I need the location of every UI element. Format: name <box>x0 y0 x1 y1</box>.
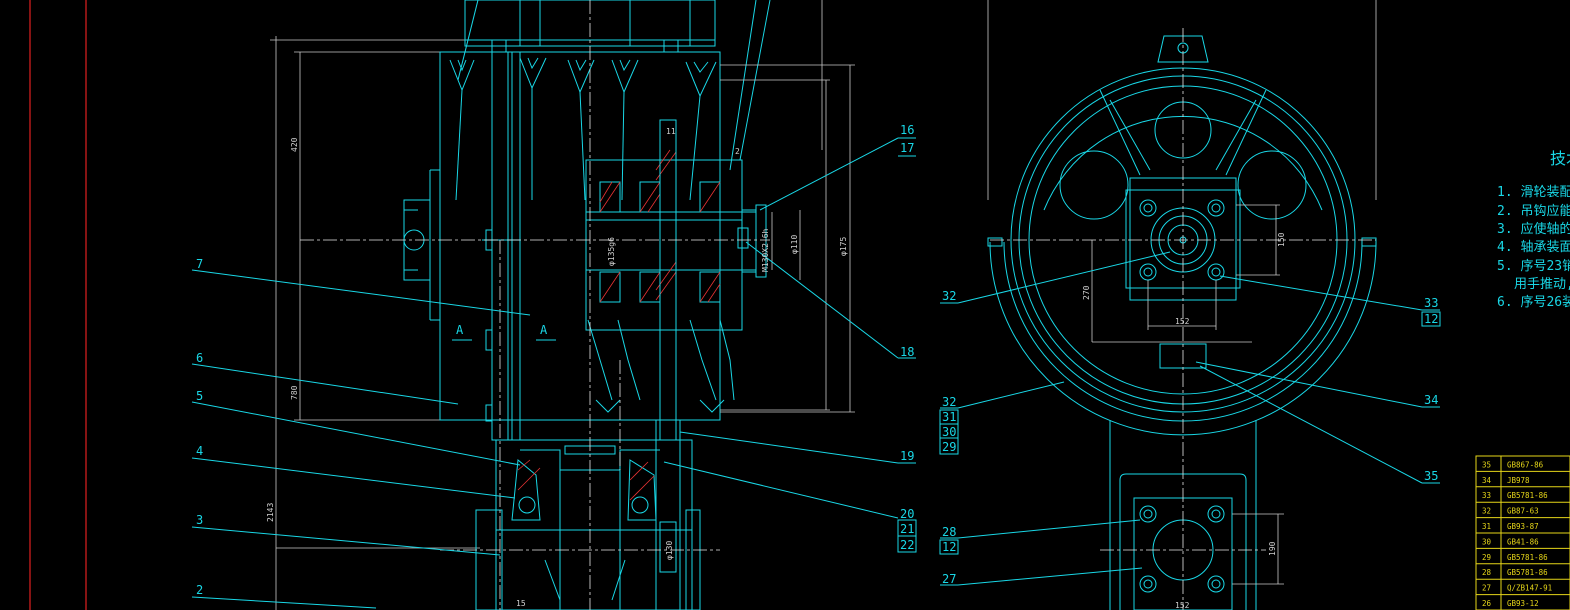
section-mark-a-right: A <box>540 323 548 337</box>
section-mark-a-left: A <box>456 323 464 337</box>
dim-152-b: 152 <box>1175 601 1190 610</box>
table-cell-standard: GB87-63 <box>1507 507 1539 516</box>
callout-5: 5 <box>196 389 203 403</box>
note-line-3: 3. 应使轴的润滑 <box>1497 221 1570 237</box>
table-cell-standard: GB41-86 <box>1507 537 1539 546</box>
callout-33: 33 <box>1424 296 1438 310</box>
table-cell-number: 34 <box>1482 476 1492 485</box>
callout-20: 20 <box>900 507 914 521</box>
callout-7: 7 <box>196 257 203 271</box>
note-line-5: 5. 序号23销轴 <box>1497 259 1570 274</box>
callout-12: 12 <box>1424 312 1438 326</box>
dim-110: φ110 <box>790 235 799 254</box>
table-cell-standard: GB93-12 <box>1507 599 1539 608</box>
dim-190: 190 <box>1268 541 1277 556</box>
table-cell-number: 32 <box>1482 507 1491 516</box>
table-cell-number: 35 <box>1482 460 1491 469</box>
callout-19: 19 <box>900 449 914 463</box>
dim-11: 11 <box>666 127 676 136</box>
callout-4: 4 <box>196 444 203 458</box>
right-leaders <box>939 251 1441 586</box>
table-cell-standard: GB93-87 <box>1507 522 1539 531</box>
dim-2143: 2143 <box>266 503 275 522</box>
table-cell-standard: JB978 <box>1507 476 1530 485</box>
table-cell-standard: GB5781-86 <box>1507 568 1548 577</box>
callout-3: 3 <box>196 513 203 527</box>
table-cell-standard: Q/ZB147-91 <box>1507 584 1552 593</box>
callout-29: 29 <box>942 440 956 454</box>
dim-780: 780 <box>290 385 299 400</box>
dim-150: 150 <box>1277 232 1286 247</box>
table-cell-number: 29 <box>1482 553 1491 562</box>
dim-15: 15 <box>516 599 526 608</box>
table-cell-number: 26 <box>1482 599 1492 608</box>
note-line-4: 4. 轴承装面要涂 <box>1497 239 1570 255</box>
pulley-end-view <box>987 0 1377 610</box>
callout-17: 17 <box>900 141 914 155</box>
callout-18: 18 <box>900 345 914 359</box>
table-cell-standard: GB867-86 <box>1507 460 1544 469</box>
note-line-7: 6. 序号26装配 <box>1497 295 1570 310</box>
callout-16: 16 <box>900 123 914 137</box>
table-cell-number: 33 <box>1482 491 1491 500</box>
dim-420: 420 <box>290 137 299 152</box>
callout-32: 32 <box>942 289 956 303</box>
callout-31: 31 <box>942 410 956 424</box>
callout-27: 27 <box>942 572 956 586</box>
table-cell-number: 28 <box>1482 568 1492 577</box>
callout-22: 22 <box>900 538 914 552</box>
dim-270: 270 <box>1082 285 1091 300</box>
dim-thread: M130X2-6h <box>761 228 770 272</box>
dim-130: φ130 <box>665 541 674 560</box>
table-cell-standard: GB5781-86 <box>1507 491 1548 500</box>
note-line-2: 2. 吊钩应能绕其 <box>1497 203 1570 219</box>
table-cell-number: 27 <box>1482 584 1491 593</box>
note-line-6: 用手推动,并在 <box>1514 277 1570 292</box>
table-cell-number: 31 <box>1482 522 1491 531</box>
dim-2: 2 <box>735 147 740 156</box>
table-cell-standard: GB5781-86 <box>1507 553 1548 562</box>
callout-12-b: 12 <box>942 540 956 554</box>
notes-title: 技术 <box>1550 149 1570 168</box>
table-cell-number: 30 <box>1482 537 1492 546</box>
callout-35: 35 <box>1424 469 1438 483</box>
callout-21: 21 <box>900 522 914 536</box>
left-leaders <box>191 137 917 609</box>
note-line-1: 1. 滑轮装配好后 <box>1497 185 1570 200</box>
callout-28: 28 <box>942 525 956 539</box>
dim-175: φ175 <box>839 237 848 256</box>
pulley-section-view <box>270 0 855 610</box>
dim-152-a: 152 <box>1175 317 1190 326</box>
dim-shaft-fit: φ135g6 <box>607 237 616 266</box>
callout-6: 6 <box>196 351 203 365</box>
callout-32-b: 32 <box>942 395 956 409</box>
callout-34: 34 <box>1424 393 1438 407</box>
callout-30: 30 <box>942 425 956 439</box>
callout-2: 2 <box>196 583 203 597</box>
